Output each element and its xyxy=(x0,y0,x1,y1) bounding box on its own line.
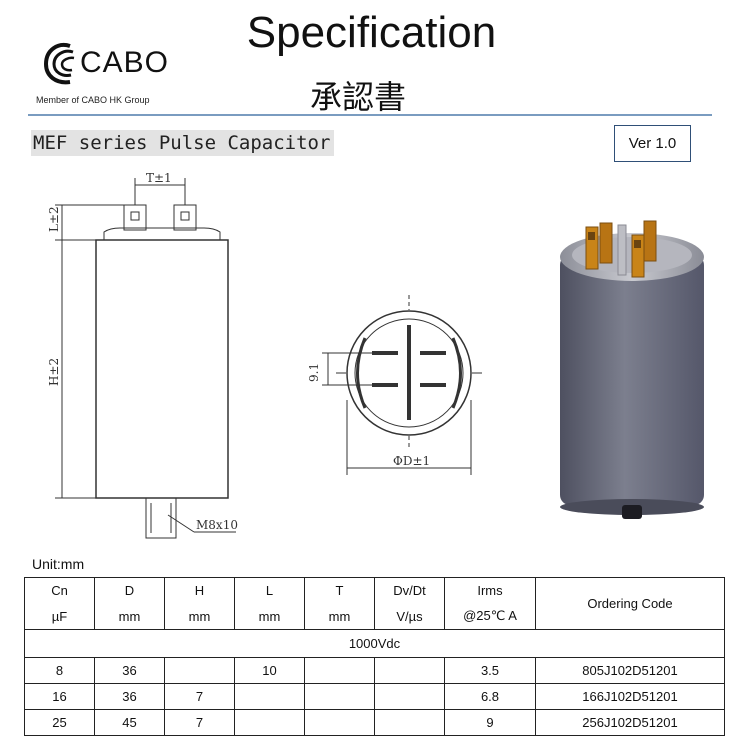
cell-dvdt xyxy=(374,709,445,736)
cell-d: 36 xyxy=(94,657,165,684)
cell-cn: 16 xyxy=(24,683,95,710)
dim-l-label: L±2 xyxy=(47,206,61,232)
capacitor-body-outline xyxy=(95,239,229,499)
cabo-swoosh-icon xyxy=(43,43,75,85)
top-view-outer xyxy=(346,310,472,436)
header-divider xyxy=(28,114,712,116)
terminal-left xyxy=(123,204,147,231)
unit-cn: µF xyxy=(24,603,95,630)
voltage-row: 1000Vdc xyxy=(24,629,725,658)
header-irms: Irms xyxy=(444,577,536,604)
unit-t: mm xyxy=(304,603,375,630)
dim-h-label: H±2 xyxy=(47,358,61,386)
header-dvdt: Dv/Dt xyxy=(374,577,445,604)
capacitor-photo xyxy=(560,220,704,519)
unit-d: mm xyxy=(94,603,165,630)
cell-irms: 3.5 xyxy=(444,657,536,684)
logo-subtitle: Member of CABO HK Group xyxy=(36,95,150,105)
page-subtitle: 承認書 xyxy=(310,78,407,116)
header-cn: Cn xyxy=(24,577,95,604)
series-title: MEF series Pulse Capacitor xyxy=(31,130,335,156)
cell-ordering-code: 166J102D51201 xyxy=(535,683,725,710)
cell-dvdt xyxy=(374,657,445,684)
capacitor-body xyxy=(560,255,704,505)
unit-dvdt: V/µs xyxy=(374,603,445,630)
technical-drawing: T±1 L±2 H±2 M8x10 9.1 ΦD±1 xyxy=(47,171,482,539)
cell-d: 36 xyxy=(94,683,165,710)
unit-h: mm xyxy=(164,603,235,630)
dim-t-label: T±1 xyxy=(146,171,172,185)
terminal-right xyxy=(173,204,197,231)
unit-irms: @25℃ A xyxy=(444,603,536,630)
cell-l xyxy=(234,683,305,710)
header-t: T xyxy=(304,577,375,604)
unit-l: mm xyxy=(234,603,305,630)
header-h: H xyxy=(164,577,235,604)
unit-label: Unit:mm xyxy=(32,556,85,572)
spec-table: Cn D H L T Dv/Dt Irms Ordering Code µF m… xyxy=(24,577,725,736)
cell-h xyxy=(164,657,235,684)
terminal-1 xyxy=(599,222,613,264)
table-row: 25 45 7 9 256J102D51201 xyxy=(24,709,725,736)
capacitor-cap-outline xyxy=(103,227,221,240)
cell-l xyxy=(234,709,305,736)
dim-m-label: M8x10 xyxy=(196,518,238,532)
cell-t xyxy=(304,683,375,710)
header-ordering-code: Ordering Code xyxy=(535,577,725,630)
table-header-row: Cn D H L T Dv/Dt Irms Ordering Code xyxy=(24,577,725,630)
cell-irms: 9 xyxy=(444,709,536,736)
cell-d: 45 xyxy=(94,709,165,736)
cell-irms: 6.8 xyxy=(444,683,536,710)
cell-h: 7 xyxy=(164,709,235,736)
table-row: 16 36 7 6.8 166J102D51201 xyxy=(24,683,725,710)
table-row: 8 36 10 3.5 805J102D51201 xyxy=(24,657,725,684)
logo-text: CABO xyxy=(80,46,170,79)
dim-pitch-label: 9.1 xyxy=(307,363,321,382)
mounting-stud xyxy=(145,497,177,539)
cell-cn: 25 xyxy=(24,709,95,736)
cell-ordering-code: 256J102D51201 xyxy=(535,709,725,736)
page-title: Specification xyxy=(246,8,497,57)
header-l: L xyxy=(234,577,305,604)
dim-d-label: ΦD±1 xyxy=(393,454,430,468)
cell-ordering-code: 805J102D51201 xyxy=(535,657,725,684)
cell-l: 10 xyxy=(234,657,305,684)
cell-t xyxy=(304,709,375,736)
voltage-label: 1000Vdc xyxy=(24,629,725,658)
terminal-3 xyxy=(643,220,657,262)
cell-h: 7 xyxy=(164,683,235,710)
cell-t xyxy=(304,657,375,684)
version-box: Ver 1.0 xyxy=(614,125,691,162)
cabo-logo: CABO xyxy=(40,40,170,90)
header-d: D xyxy=(94,577,165,604)
cell-cn: 8 xyxy=(24,657,95,684)
capacitor-stud xyxy=(622,505,642,519)
cell-dvdt xyxy=(374,683,445,710)
top-view-inner xyxy=(354,318,464,428)
